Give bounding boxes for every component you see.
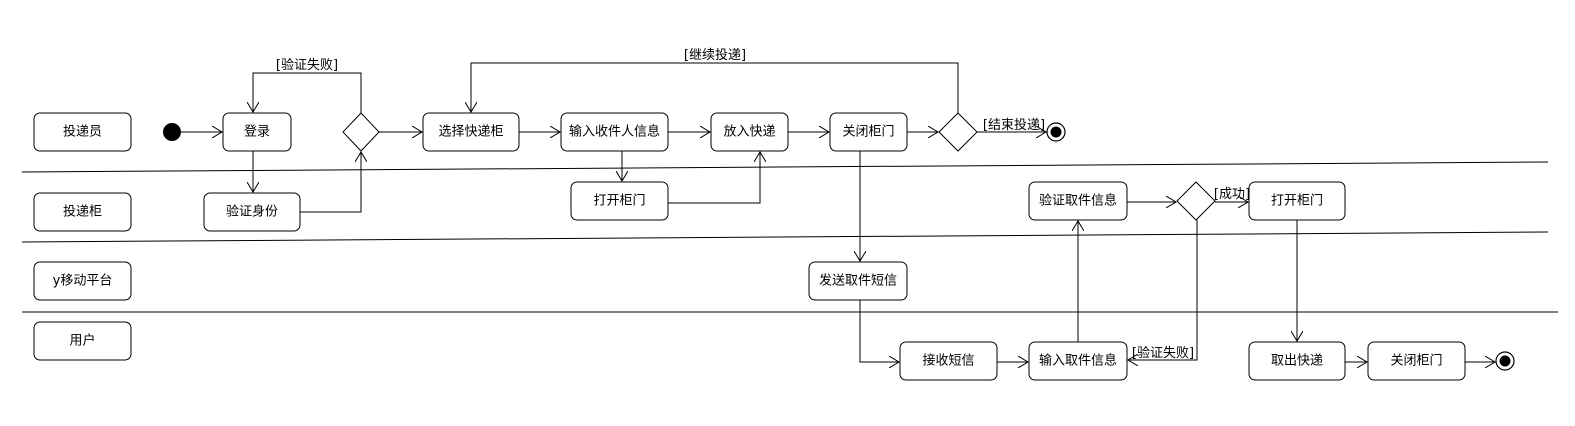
svg-text:取出快递: 取出快递 — [1271, 354, 1323, 369]
flow-decision-continue — [471, 62, 959, 113]
guard-success: [成功] — [1214, 187, 1250, 202]
svg-text:y移动平台: y移动平台 — [53, 274, 113, 289]
svg-text:打开柜门: 打开柜门 — [1271, 194, 1323, 209]
initial-node — [163, 123, 181, 141]
svg-text:输入收件人信息: 输入收件人信息 — [569, 124, 660, 140]
lane-separators — [21, 161, 1558, 313]
lane-label-user: 用户 — [33, 321, 132, 361]
svg-text:验证取件信息: 验证取件信息 — [1039, 193, 1117, 209]
control-flows — [181, 62, 1495, 362]
svg-text:验证身份: 验证身份 — [226, 204, 278, 220]
svg-text:输入取件信息: 输入取件信息 — [1039, 353, 1117, 369]
final-node-courier — [1046, 122, 1066, 142]
activity-open-door-user: 打开柜门 — [1248, 181, 1346, 221]
activity-close-door-user: 关闭柜门 — [1367, 341, 1466, 381]
lane-label-cabinet: 投递柜 — [33, 192, 132, 232]
lane-separator-2 — [21, 231, 1549, 243]
activity-verify-identity: 验证身份 — [203, 192, 301, 232]
svg-text:投递员: 投递员 — [63, 124, 102, 140]
lane-separator-1 — [21, 161, 1549, 173]
decision-continue-delivery — [938, 112, 978, 152]
svg-text:接收短信: 接收短信 — [922, 353, 974, 369]
flow-open-put — [668, 152, 760, 204]
flow-verify-decision — [300, 152, 361, 213]
activity-verify-pickup: 验证取件信息 — [1028, 181, 1128, 221]
svg-text:打开柜门: 打开柜门 — [593, 194, 645, 209]
flow-decision-fail-input — [1128, 220, 1198, 360]
activity-take-package: 取出快递 — [1248, 341, 1346, 381]
final-node-user — [1495, 351, 1515, 371]
activity-close-door-courier: 关闭柜门 — [829, 112, 908, 152]
guard-verify-fail-1: [验证失败] — [276, 57, 338, 73]
svg-text:登录: 登录 — [244, 125, 270, 140]
guard-verify-fail-2: [验证失败] — [1132, 345, 1194, 361]
lane-label-courier: 投递员 — [33, 112, 132, 152]
svg-text:投递柜: 投递柜 — [63, 204, 102, 220]
svg-text:放入快递: 放入快递 — [723, 125, 775, 140]
activity-input-recipient: 输入收件人信息 — [560, 112, 669, 152]
lane-label-mobile-platform: y移动平台 — [33, 261, 132, 301]
activity-receive-sms: 接收短信 — [899, 341, 998, 381]
guard-end-delivery: [结束投递] — [983, 117, 1045, 133]
flow-decision-fail-login — [253, 72, 362, 113]
activity-open-door-courier: 打开柜门 — [570, 181, 669, 221]
svg-text:发送取件短信: 发送取件短信 — [819, 273, 897, 289]
activity-send-sms: 发送取件短信 — [808, 261, 908, 301]
activity-select-cabinet: 选择快递柜 — [422, 112, 520, 152]
activity-put-package: 放入快递 — [710, 112, 789, 152]
decision-verify-identity — [342, 112, 380, 152]
decision-verify-pickup — [1176, 181, 1216, 221]
svg-text:选择快递柜: 选择快递柜 — [438, 125, 503, 140]
flow-sms-receive — [859, 300, 899, 362]
svg-text:关闭柜门: 关闭柜门 — [1390, 354, 1442, 369]
activity-login: 登录 — [222, 112, 292, 152]
guard-continue-delivery: [继续投递] — [684, 47, 746, 63]
svg-text:用户: 用户 — [69, 333, 95, 349]
activity-input-pickup: 输入取件信息 — [1028, 341, 1128, 381]
svg-text:关闭柜门: 关闭柜门 — [842, 125, 894, 140]
